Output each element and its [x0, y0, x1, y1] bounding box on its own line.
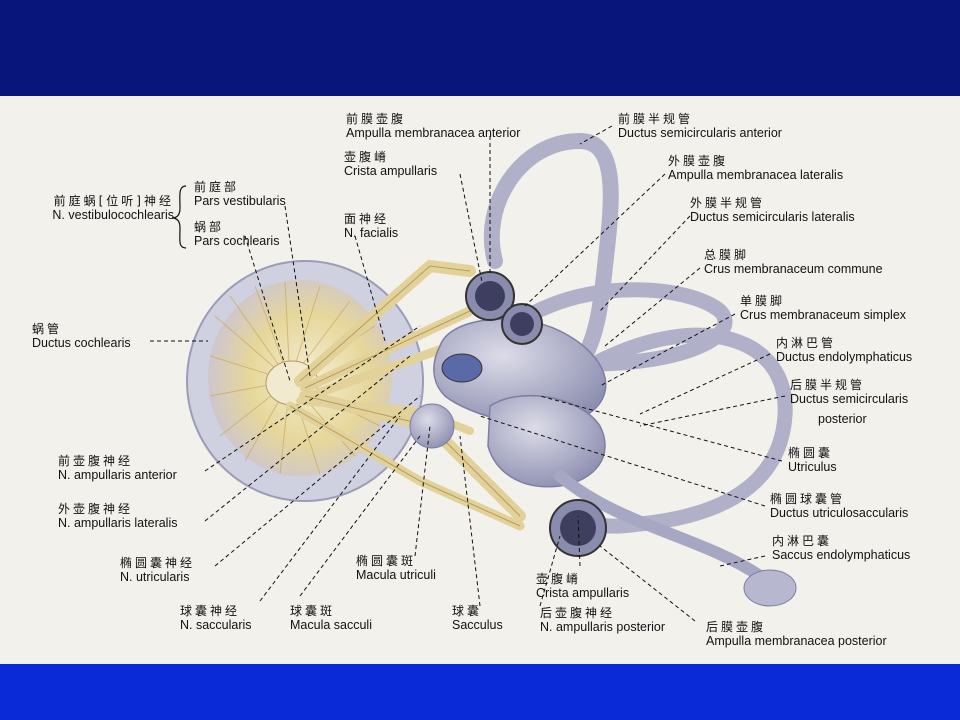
nerve-bracket [171, 185, 187, 249]
macula-utriculi-shape [441, 353, 483, 383]
saccus-endolymphaticus-shape [743, 569, 797, 607]
membranous-labyrinth-illustration [150, 125, 797, 622]
ductus-semicircularis-lateralis-shape [512, 282, 733, 372]
macula-sacculi-shape [409, 403, 455, 449]
ductus-semicircularis-anterior-shape [483, 132, 619, 364]
sacculus-shape [487, 394, 606, 488]
ductus-semicircularis-posterior-shape [582, 327, 793, 534]
bottom-band [0, 664, 960, 720]
top-band [0, 0, 960, 96]
leader-lines [150, 125, 786, 622]
ampulla-anterior-inner [475, 281, 505, 311]
ampulla-lateral-inner [510, 312, 534, 336]
